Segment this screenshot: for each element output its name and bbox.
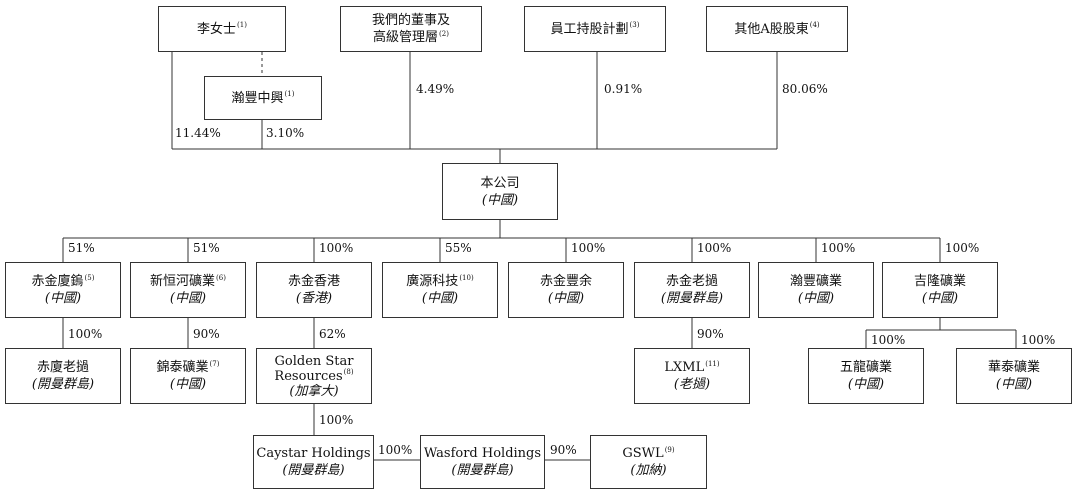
node-name: 赤金香港 — [287, 274, 340, 289]
node-wlky: 五龍礦業 (中國) — [808, 348, 924, 404]
pct-xhh: 51% — [193, 241, 220, 255]
node-caystar: Caystar Holdings (開曼群島) — [253, 435, 374, 489]
node-name-line2: 高級管理層(2) — [373, 29, 449, 45]
pct-jlky: 100% — [945, 241, 980, 255]
node-directors: 我們的董事及 高級管理層(2) — [340, 6, 482, 52]
node-jurisdiction: (中國) — [169, 377, 207, 392]
node-jurisdiction: (開曼群島) — [31, 377, 95, 392]
node-name: Caystar Holdings — [256, 446, 371, 461]
pct-wasford: 100% — [378, 443, 413, 457]
node-name: Wasford Holdings — [423, 446, 542, 461]
node-name: 五龍礦業 — [839, 360, 892, 375]
node-jurisdiction: (中國) — [921, 291, 959, 306]
node-name: 赤金廈鎢(5) — [31, 273, 95, 289]
node-wasford: Wasford Holdings (開曼群島) — [420, 435, 545, 489]
node-name: 本公司 — [480, 175, 520, 191]
node-gswl: GSWL(9) (加納) — [590, 435, 707, 489]
node-jurisdiction: (加納) — [630, 463, 667, 478]
node-name: 李女士(1) — [197, 21, 247, 37]
pct-wlky: 100% — [871, 333, 906, 347]
node-jurisdiction: (老撾) — [673, 377, 711, 392]
node-jurisdiction: (中國) — [847, 377, 885, 392]
node-gykj: 廣源科技(10) (中國) — [382, 262, 498, 318]
node-name: 赤金老撾 — [665, 274, 718, 289]
pct-cxlw: 100% — [68, 327, 103, 341]
node-jurisdiction: (開曼群島) — [282, 463, 345, 478]
node-name: 廣源科技(10) — [406, 273, 474, 289]
node-jurisdiction: (中國) — [481, 192, 519, 208]
node-htky: 華泰礦業 (中國) — [956, 348, 1072, 404]
node-name: 其他A股股東(4) — [734, 21, 820, 37]
node-hfky: 瀚豐礦業 (中國) — [758, 262, 874, 318]
node-jurisdiction: (中國) — [421, 291, 459, 306]
pct-directors: 4.49% — [416, 82, 455, 96]
node-jurisdiction: (加拿大) — [289, 383, 339, 399]
pct-hanfeng: 3.10% — [266, 126, 305, 140]
node-name: GSWL(9) — [622, 445, 675, 461]
node-jurisdiction: (中國) — [797, 291, 835, 306]
pct-cjlw: 100% — [697, 241, 732, 255]
node-jtky: 錦泰礦業(7) (中國) — [130, 348, 246, 404]
node-cjlw: 赤金老撾 (開曼群島) — [634, 262, 750, 318]
node-name: 錦泰礦業(7) — [156, 359, 220, 375]
node-name: 瀚豐礦業 — [789, 274, 842, 289]
node-gsr: Golden Star Resources(8) (加拿大) — [256, 348, 372, 404]
node-company: 本公司 (中國) — [442, 163, 558, 220]
node-other-a: 其他A股股東(4) — [706, 6, 848, 52]
node-xhh: 新恒河礦業(6) (中國) — [130, 262, 246, 318]
node-cjhk: 赤金香港 (香港) — [256, 262, 372, 318]
node-name: 新恒河礦業(6) — [150, 273, 226, 289]
node-name: 員工持股計劃(3) — [550, 21, 640, 37]
node-jurisdiction: (中國) — [44, 291, 82, 306]
node-li: 李女士(1) — [158, 6, 286, 52]
node-name: Golden Star — [274, 353, 354, 369]
pct-htky: 100% — [1021, 333, 1056, 347]
pct-lxml: 90% — [697, 327, 724, 341]
node-name: LXML(11) — [664, 359, 720, 375]
node-hanfeng: 瀚豐中興(1) — [204, 76, 322, 120]
pct-li: 11.44% — [175, 126, 221, 140]
node-name: 我們的董事及 — [371, 13, 450, 28]
pct-gykj: 55% — [445, 241, 472, 255]
node-jurisdiction: (開曼群島) — [660, 291, 724, 306]
pct-gsr: 62% — [319, 327, 346, 341]
node-cjxw: 赤金廈鎢(5) (中國) — [5, 262, 121, 318]
node-cjfy: 赤金豐余 (中國) — [508, 262, 624, 318]
node-jurisdiction: (開曼群島) — [451, 463, 514, 478]
pct-cjfy: 100% — [571, 241, 606, 255]
node-esop: 員工持股計劃(3) — [524, 6, 666, 52]
node-name: 吉隆礦業 — [913, 274, 966, 289]
pct-caystar: 100% — [319, 413, 354, 427]
pct-hfky: 100% — [821, 241, 856, 255]
node-lxml: LXML(11) (老撾) — [634, 348, 750, 404]
node-name: 瀚豐中興(1) — [231, 90, 295, 106]
node-jlky: 吉隆礦業 (中國) — [882, 262, 998, 318]
pct-gswl: 90% — [550, 443, 577, 457]
node-jurisdiction: (中國) — [995, 377, 1033, 392]
node-name: 赤金豐余 — [539, 274, 592, 289]
node-jurisdiction: (香港) — [295, 291, 333, 306]
node-name: 華泰礦業 — [987, 360, 1040, 375]
pct-esop: 0.91% — [604, 82, 643, 96]
pct-cjxw: 51% — [68, 241, 95, 255]
pct-jtky: 90% — [193, 327, 220, 341]
node-name-line2: Resources(8) — [274, 368, 354, 384]
pct-cjhk: 100% — [319, 241, 354, 255]
node-cxlw: 赤廈老撾 (開曼群島) — [5, 348, 121, 404]
node-jurisdiction: (中國) — [547, 291, 585, 306]
node-name: 赤廈老撾 — [36, 360, 89, 375]
node-jurisdiction: (中國) — [169, 291, 207, 306]
pct-other-a: 80.06% — [782, 82, 828, 96]
